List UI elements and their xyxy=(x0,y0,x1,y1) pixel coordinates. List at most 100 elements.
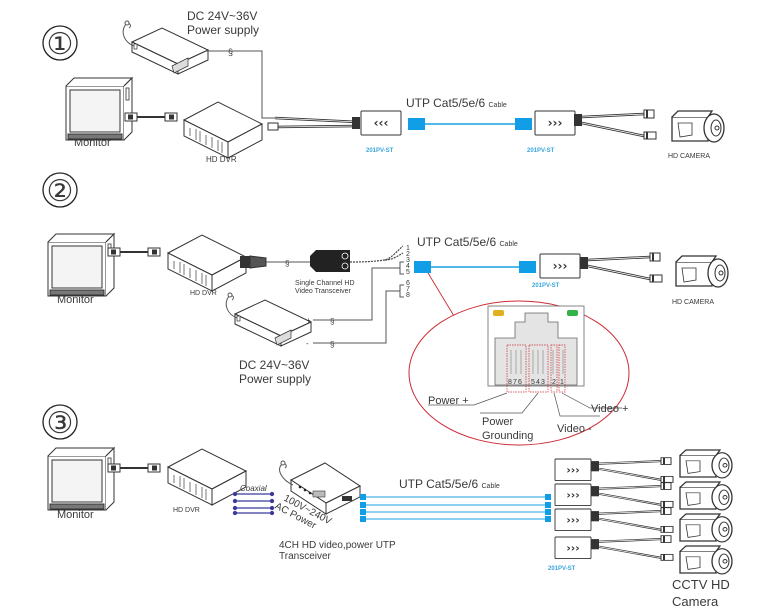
remote-transceiver-icon xyxy=(554,536,592,560)
led-green-icon xyxy=(567,310,578,316)
rj45-plug-icon xyxy=(545,494,551,500)
utp-channel-cables xyxy=(360,494,551,522)
svg-text:3: 3 xyxy=(541,379,545,386)
scenario-3: ③ Monitor HD DVR Coaxial 100V~240V AC Po… xyxy=(42,404,733,609)
monitor-label: Monitor xyxy=(57,294,94,306)
rj45-plug-icon xyxy=(519,261,536,273)
camera-label: HD CAMERA xyxy=(672,299,714,306)
svg-text:8: 8 xyxy=(508,379,512,386)
camera-pigtail-icon xyxy=(589,481,675,509)
rj45-plug-icon xyxy=(360,516,366,522)
camera-pigtail-icon xyxy=(589,456,675,484)
4ch-transceiver-hub-icon xyxy=(279,460,362,515)
pin-label-power-grounding-2: Grounding xyxy=(482,430,533,442)
coax-label: Coaxial xyxy=(240,484,267,493)
dvr-label: HD DVR xyxy=(173,507,200,514)
cctv-camera-icon xyxy=(679,481,733,511)
pin-label-power-grounding: Power xyxy=(482,416,514,428)
svg-text:7: 7 xyxy=(406,286,410,293)
camera-label: HD CAMERA xyxy=(668,153,710,160)
dvr-icon xyxy=(167,448,247,506)
left-transceiver-icon xyxy=(360,110,402,136)
monitor-icon xyxy=(65,77,133,141)
pin-label-power-plus: Power + xyxy=(428,395,469,407)
hdmi-cable-icon xyxy=(124,112,178,122)
dvr-label: HD DVR xyxy=(190,290,217,297)
transceiver-model: 201PV-ST xyxy=(548,566,576,572)
rj45-plug-icon xyxy=(545,516,551,522)
svg-text:1: 1 xyxy=(560,379,564,386)
remote-transceiver-icon xyxy=(554,458,592,482)
rj45-plug-icon xyxy=(545,502,551,508)
scenario-2: ② Monitor HD DVR § Single Channel HD Vid… xyxy=(42,172,729,446)
bnc-connector-icon xyxy=(240,256,250,268)
monitor-label: Monitor xyxy=(57,509,94,521)
svg-text:3: 3 xyxy=(406,257,410,264)
utp-cable-label: UTP Cat5/5e/6 Cable xyxy=(406,96,507,110)
step-number-1: ① xyxy=(47,28,74,61)
monitor-icon xyxy=(47,233,115,297)
cable-break-icon: § xyxy=(228,47,233,57)
hdmi-cable-icon xyxy=(107,247,161,257)
led-yellow-icon xyxy=(493,310,504,316)
monitor-label: Monitor xyxy=(74,137,111,149)
power-supply-label: DC 24V~36V xyxy=(187,9,257,23)
power-supply-label: DC 24V~36V xyxy=(239,358,309,372)
power-supply-icon xyxy=(225,292,312,347)
right-transceiver-model: 201PV-ST xyxy=(527,148,555,154)
coaxial-cables xyxy=(232,491,275,516)
plus-terminal: + xyxy=(306,316,311,325)
svg-text:§: § xyxy=(285,259,289,268)
minus-terminal: - xyxy=(306,339,309,348)
step-number-3: ③ xyxy=(47,407,74,440)
utp-cable-label: UTP Cat5/5e/6 Cable xyxy=(417,235,518,249)
remote-transceiver-icon xyxy=(554,508,592,532)
power-supply-sublabel: Power supply xyxy=(239,372,311,386)
svg-text:§: § xyxy=(330,340,334,349)
hub-sublabel: Transceiver xyxy=(279,551,332,562)
transceiver-label: Single Channel HD xyxy=(295,280,355,287)
transceiver-icon xyxy=(539,253,581,279)
cctv-camera-icon xyxy=(679,545,733,575)
svg-text:§: § xyxy=(330,317,334,326)
camera-label: CCTV HD xyxy=(672,577,730,592)
transceiver-sublabel: Video Transceiver xyxy=(295,288,352,295)
utp-cable-label: UTP Cat5/5e/6 Cable xyxy=(399,477,500,491)
svg-text:6: 6 xyxy=(406,280,410,287)
remote-transceivers xyxy=(554,449,733,575)
rj45-plug-icon xyxy=(360,502,366,508)
rj45-plug-icon xyxy=(408,118,425,130)
step-number-badge xyxy=(42,25,78,61)
camera-icon xyxy=(671,110,725,143)
pin-label-video-minus: Video - xyxy=(557,423,592,435)
dvr-icon xyxy=(183,101,263,159)
camera-sublabel: Camera xyxy=(672,594,719,609)
rj45-plug-icon xyxy=(414,261,431,273)
cctv-camera-icon xyxy=(679,449,733,479)
power-supply-sublabel: Power supply xyxy=(187,23,259,37)
camera-pigtail-icon xyxy=(578,251,664,284)
pin-number-list: 1 2 3 4 5 6 7 8 xyxy=(406,245,410,299)
svg-text:8: 8 xyxy=(406,292,410,299)
svg-text:5: 5 xyxy=(531,379,535,386)
svg-text:2: 2 xyxy=(552,379,556,386)
hdmi-cable-icon xyxy=(107,463,161,473)
svg-text:6: 6 xyxy=(518,379,522,386)
left-transceiver-model: 201PV-ST xyxy=(366,148,394,154)
rj45-plug-icon xyxy=(545,509,551,515)
svg-text:7: 7 xyxy=(513,379,517,386)
transceiver-model: 201PV-ST xyxy=(532,283,560,289)
remote-transceiver-icon xyxy=(554,483,592,507)
step-number-badge xyxy=(42,404,78,440)
dvr-label: HD DVR xyxy=(206,155,237,164)
step-number-badge xyxy=(42,172,78,208)
monitor-icon xyxy=(47,447,115,511)
power-wire xyxy=(205,50,275,119)
svg-text:1: 1 xyxy=(406,245,410,252)
single-channel-transceiver-icon xyxy=(310,250,350,272)
svg-text:4: 4 xyxy=(406,263,410,270)
svg-text:2: 2 xyxy=(406,251,410,258)
svg-text:5: 5 xyxy=(406,269,410,276)
svg-text:4: 4 xyxy=(536,379,540,386)
rj45-plug-icon xyxy=(360,494,366,500)
